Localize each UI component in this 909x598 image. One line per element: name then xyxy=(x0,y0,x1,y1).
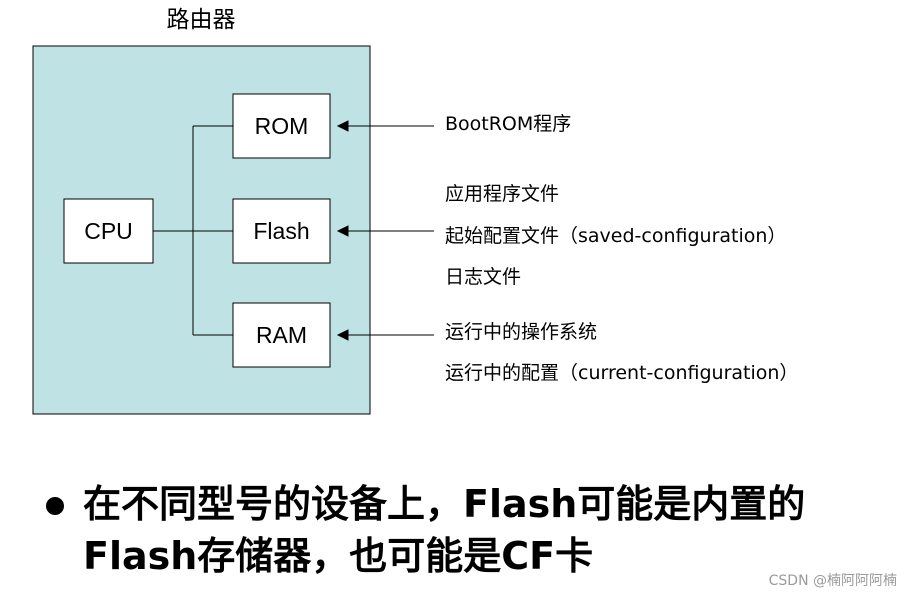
rom-box xyxy=(232,93,331,159)
flash-note-3: 日志文件 xyxy=(445,266,521,288)
flash-box xyxy=(232,198,331,264)
bullet-text: 在不同型号的设备上，Flash可能是内置的 Flash存储器，也可能是CF卡 xyxy=(83,478,903,582)
router-title: 路由器 xyxy=(167,7,236,33)
watermark: CSDN @楠阿阿阿楠 xyxy=(768,573,897,589)
ram-box xyxy=(232,302,331,368)
cpu-box xyxy=(63,198,154,264)
ram-label: RAM xyxy=(256,322,307,348)
arrows xyxy=(336,120,434,341)
router-diagram: 路由器 CPU ROM Flash RAM BootROM程序 应用程序文件 起… xyxy=(32,7,798,415)
ram-note-1: 运行中的操作系统 xyxy=(445,321,597,343)
flash-label: Flash xyxy=(253,218,309,244)
rom-label: ROM xyxy=(255,113,309,139)
bullet-line-2: Flash存储器，也可能是CF卡 xyxy=(83,534,594,578)
bus-lines xyxy=(153,125,233,336)
flash-arrowhead xyxy=(336,225,349,237)
flash-note-2: 起始配置文件（saved-configuration） xyxy=(445,225,786,247)
ram-arrowhead xyxy=(336,329,349,341)
cpu-label: CPU xyxy=(84,218,133,244)
rom-arrowhead xyxy=(336,120,349,132)
bullet-dot-icon xyxy=(46,497,64,515)
rom-note-1: BootROM程序 xyxy=(445,113,571,135)
flash-note-1: 应用程序文件 xyxy=(445,183,559,205)
bullet-line-1: 在不同型号的设备上，Flash可能是内置的 xyxy=(83,482,806,526)
ram-note-2: 运行中的配置（current-configuration） xyxy=(445,362,798,384)
